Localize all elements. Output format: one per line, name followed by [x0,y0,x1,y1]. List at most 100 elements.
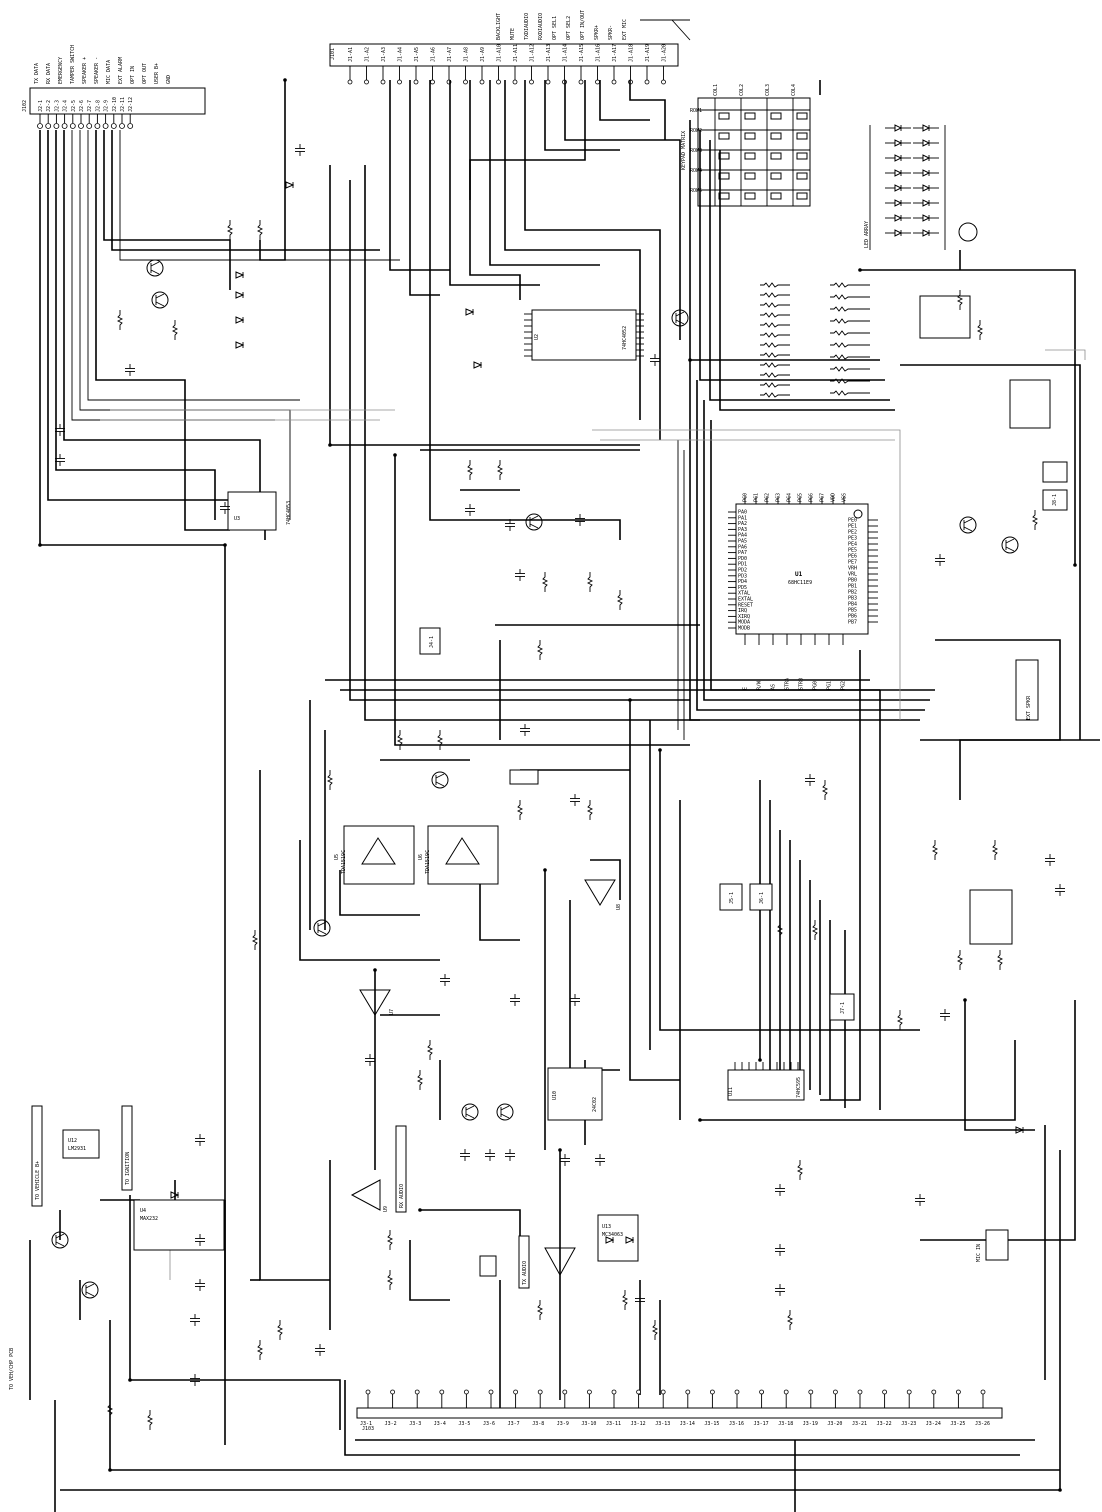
ic-u11-ref: U11 [728,1087,734,1096]
bottom-pin [611,1389,617,1395]
bottom-pin-label: J3-13 [655,1421,670,1427]
resistor [996,950,1004,970]
side-label-mic-in: MIC IN [976,1244,982,1262]
transistor-lead [1005,546,1015,552]
keypad-col-label: COL2 [739,84,745,96]
mcu-pin-label: PG2 [841,681,847,690]
side-label-rx-audio: RX AUDIO [399,1184,405,1208]
mcu-pin-label: PB7 [848,620,857,626]
opamp-u8-ref: U8 [616,904,622,910]
mcu-pin-label: PE0 [848,518,857,524]
opt-pin-label: J2-11 [120,97,126,112]
transistor-body [959,516,977,534]
resistor [396,730,404,750]
side-labels: TO VEHICLE B+ TO IGNITION RX AUDIO TX AU… [9,695,1032,1390]
side-label-tx-audio: TX AUDIO [522,1261,528,1285]
bottom-pin-label: J3-22 [877,1421,892,1427]
top-pin [430,79,435,85]
top-pin-label: J1-A11 [513,44,519,62]
opt-signal-label: TAMPER SWITCH [70,45,76,84]
mcu-pin-label: PB2 [848,590,857,596]
top-pin-label: J1-A6 [431,47,437,62]
opt-signal-label: EXT ALARM [118,57,124,84]
mcu-pin-label: IRQ [738,608,747,614]
transistor-lead [465,1105,475,1111]
led-diode [922,124,931,132]
mcu-pin-label: STRA [785,678,791,690]
resistor [586,800,594,820]
mcu-pin-label: PE3 [848,536,857,542]
led-diode [894,154,903,162]
resistor [760,342,790,348]
resistor [106,1400,114,1420]
top-pin-label: J1-A7 [447,47,453,62]
led-array-label: LED ARRAY [864,221,870,248]
bottom-pin-label: J3-25 [950,1421,965,1427]
keypad-row-label: ROW5 [690,188,702,194]
keypad-col-label: COL4 [791,84,797,96]
top-pin [413,79,419,85]
ic-u3-part: 74HC4053 [286,501,292,525]
led-diode [922,214,931,222]
transistor-lead [1005,538,1015,544]
junction-dot [558,1148,562,1152]
resistor [830,318,870,324]
transistor-body [525,513,543,531]
top-pin [545,79,551,85]
top-signal-label: EXT MIC [622,19,628,40]
mcu-pin-label: XIRQ [738,614,750,620]
transistor-lead [85,1291,95,1297]
top-pin-label: J1-A3 [381,47,387,62]
keypad-row-label: ROW4 [690,168,702,174]
mcu-pin-label: PA2 [738,521,747,527]
mcu-pin-label: PE1 [848,524,857,530]
led-diode [922,139,931,147]
ic-u2: U2 74HC4052 [524,309,644,361]
top-signal-label: SPKR+ [594,25,600,40]
mcu-pin-label: PB5 [848,608,857,614]
ic-u3: U3 74HC4053 [227,491,292,531]
bottom-pin [808,1389,814,1395]
led-diode [894,139,903,147]
transistor-lead [55,1241,65,1247]
resistor [386,1270,394,1290]
opt-pin-label: J2-5 [71,100,77,112]
opt-pin [94,123,101,129]
mcu-pin-label: PC4 [787,493,793,502]
opt-signal-label: RX DATA [46,63,52,84]
bottom-pin [956,1389,961,1395]
top-pin [512,79,518,85]
bottom-pin-label: J3-4 [434,1421,446,1427]
transistor-lead [150,269,160,275]
transistor-body [151,291,169,309]
transistor-body [671,309,689,327]
bottom-pin-label: J3-8 [532,1421,544,1427]
opt-signal-label: MIC DATA [106,60,112,84]
junction-dot [698,1118,702,1122]
resistor [821,780,829,800]
transistor-lead [317,921,327,927]
top-pin [479,79,485,85]
bottom-connector-ref: J103 [362,1426,374,1432]
led-diode [922,184,931,192]
bottom-pin-label: J3-23 [901,1421,916,1427]
transistor-lead [500,1113,510,1119]
transistor-lead [963,518,973,524]
bottom-pin-label: J3-20 [827,1421,842,1427]
resistor [956,950,964,970]
resistor [760,362,790,368]
resistor [896,1010,904,1030]
keypad-switch [796,152,808,160]
junction-dot [688,358,692,362]
resistor [830,282,870,288]
keypad-switch [718,152,730,160]
opt-signal-label: OPT IN [130,66,136,84]
resistor [276,1320,284,1340]
opt-pin-label: J2-3 [54,100,60,112]
opamp-u9: U9 [350,1179,389,1212]
ic-u2-part: 74HC4052 [622,326,628,350]
opt-pin-label: J2-8 [95,100,101,112]
bottom-pin [734,1389,740,1395]
